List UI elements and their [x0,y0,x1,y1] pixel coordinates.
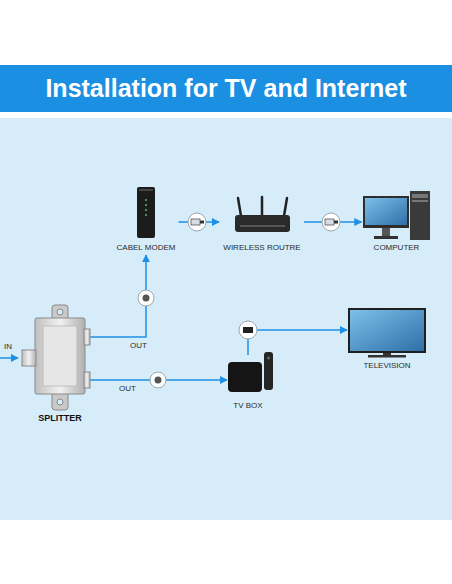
device-node: COMPUTER [363,185,431,253]
coax-plug-icon [150,372,166,388]
device-node: TV BOX [228,355,268,411]
monitor-foot [374,236,398,239]
monitor-frame [363,196,409,228]
device-label: CABEL MODEM [114,243,179,253]
monitor-screen [365,198,407,225]
tower-drive [412,200,428,202]
background-panel [0,118,452,520]
splitter-plate [43,326,77,386]
remote-button [267,357,270,360]
modem-light [145,204,147,206]
router-strip [240,225,285,227]
tower [410,191,430,240]
modem-light [145,209,147,211]
plug-head [243,327,253,333]
tv-neck [383,353,391,355]
tv-frame [348,308,426,353]
plug-badge [150,372,166,388]
router-body [235,215,290,232]
antenna [284,198,287,216]
modem-light [145,214,147,216]
ethernet-plug-icon [322,213,340,231]
tv-foot [368,355,406,358]
plug-head [191,219,200,225]
connector-layer [90,222,362,380]
device-node: TELEVISION [348,305,426,371]
mount-hole [57,309,63,315]
plug-head [143,295,150,302]
plug-cable [200,221,204,224]
modem-top [139,189,153,191]
modem-light [145,199,147,201]
splitter-body [35,318,85,394]
input-arrow [0,358,18,359]
device-label: TV BOX [228,401,268,411]
signal-arrow [248,330,347,355]
tower-drive [412,194,428,198]
device-node: WIRELESS ROUTRE [220,185,304,253]
port-out [84,372,90,388]
title: Installation for TV and Internet [45,74,406,103]
output-label: OUT [119,384,136,394]
plug-head [155,377,162,384]
router-icon [235,197,290,232]
monitor-neck [382,228,390,236]
splitter-icon [22,305,90,410]
signal-arrow [90,255,146,337]
device-label: WIRELESS ROUTRE [220,243,304,253]
modem-body [137,187,155,238]
device-label: TELEVISION [348,361,426,371]
computer-icon [363,191,430,240]
antenna [238,198,241,216]
plug-badge [188,213,206,231]
plug-cable [334,221,338,224]
port-out [84,329,90,345]
remote [264,352,273,390]
antenna [261,197,264,216]
ethernet-plug-icon [188,213,206,231]
plug-badge [138,290,154,306]
plug-badge [239,321,257,339]
plug-head [325,219,334,225]
device-node: SPLITTER [30,305,90,423]
modem-icon [137,187,155,238]
device-node: CABEL MODEM [114,185,179,253]
mount-hole [57,399,63,405]
device-label: SPLITTER [30,413,90,423]
plug-badge [322,213,340,231]
hdmi-plug-icon [239,321,257,339]
device-label: COMPUTER [363,243,431,253]
box-body [228,362,262,392]
mount-tab [52,392,68,410]
arrow-line [0,357,18,359]
coax-plug-icon [138,290,154,306]
output-label: OUT [130,341,147,351]
tv-screen [350,310,424,351]
title-bar: Installation for TV and Internet [0,65,452,112]
television-icon [348,308,426,358]
input-label: IN [4,342,12,352]
port-in [22,350,36,366]
tv-box-icon [228,352,273,392]
